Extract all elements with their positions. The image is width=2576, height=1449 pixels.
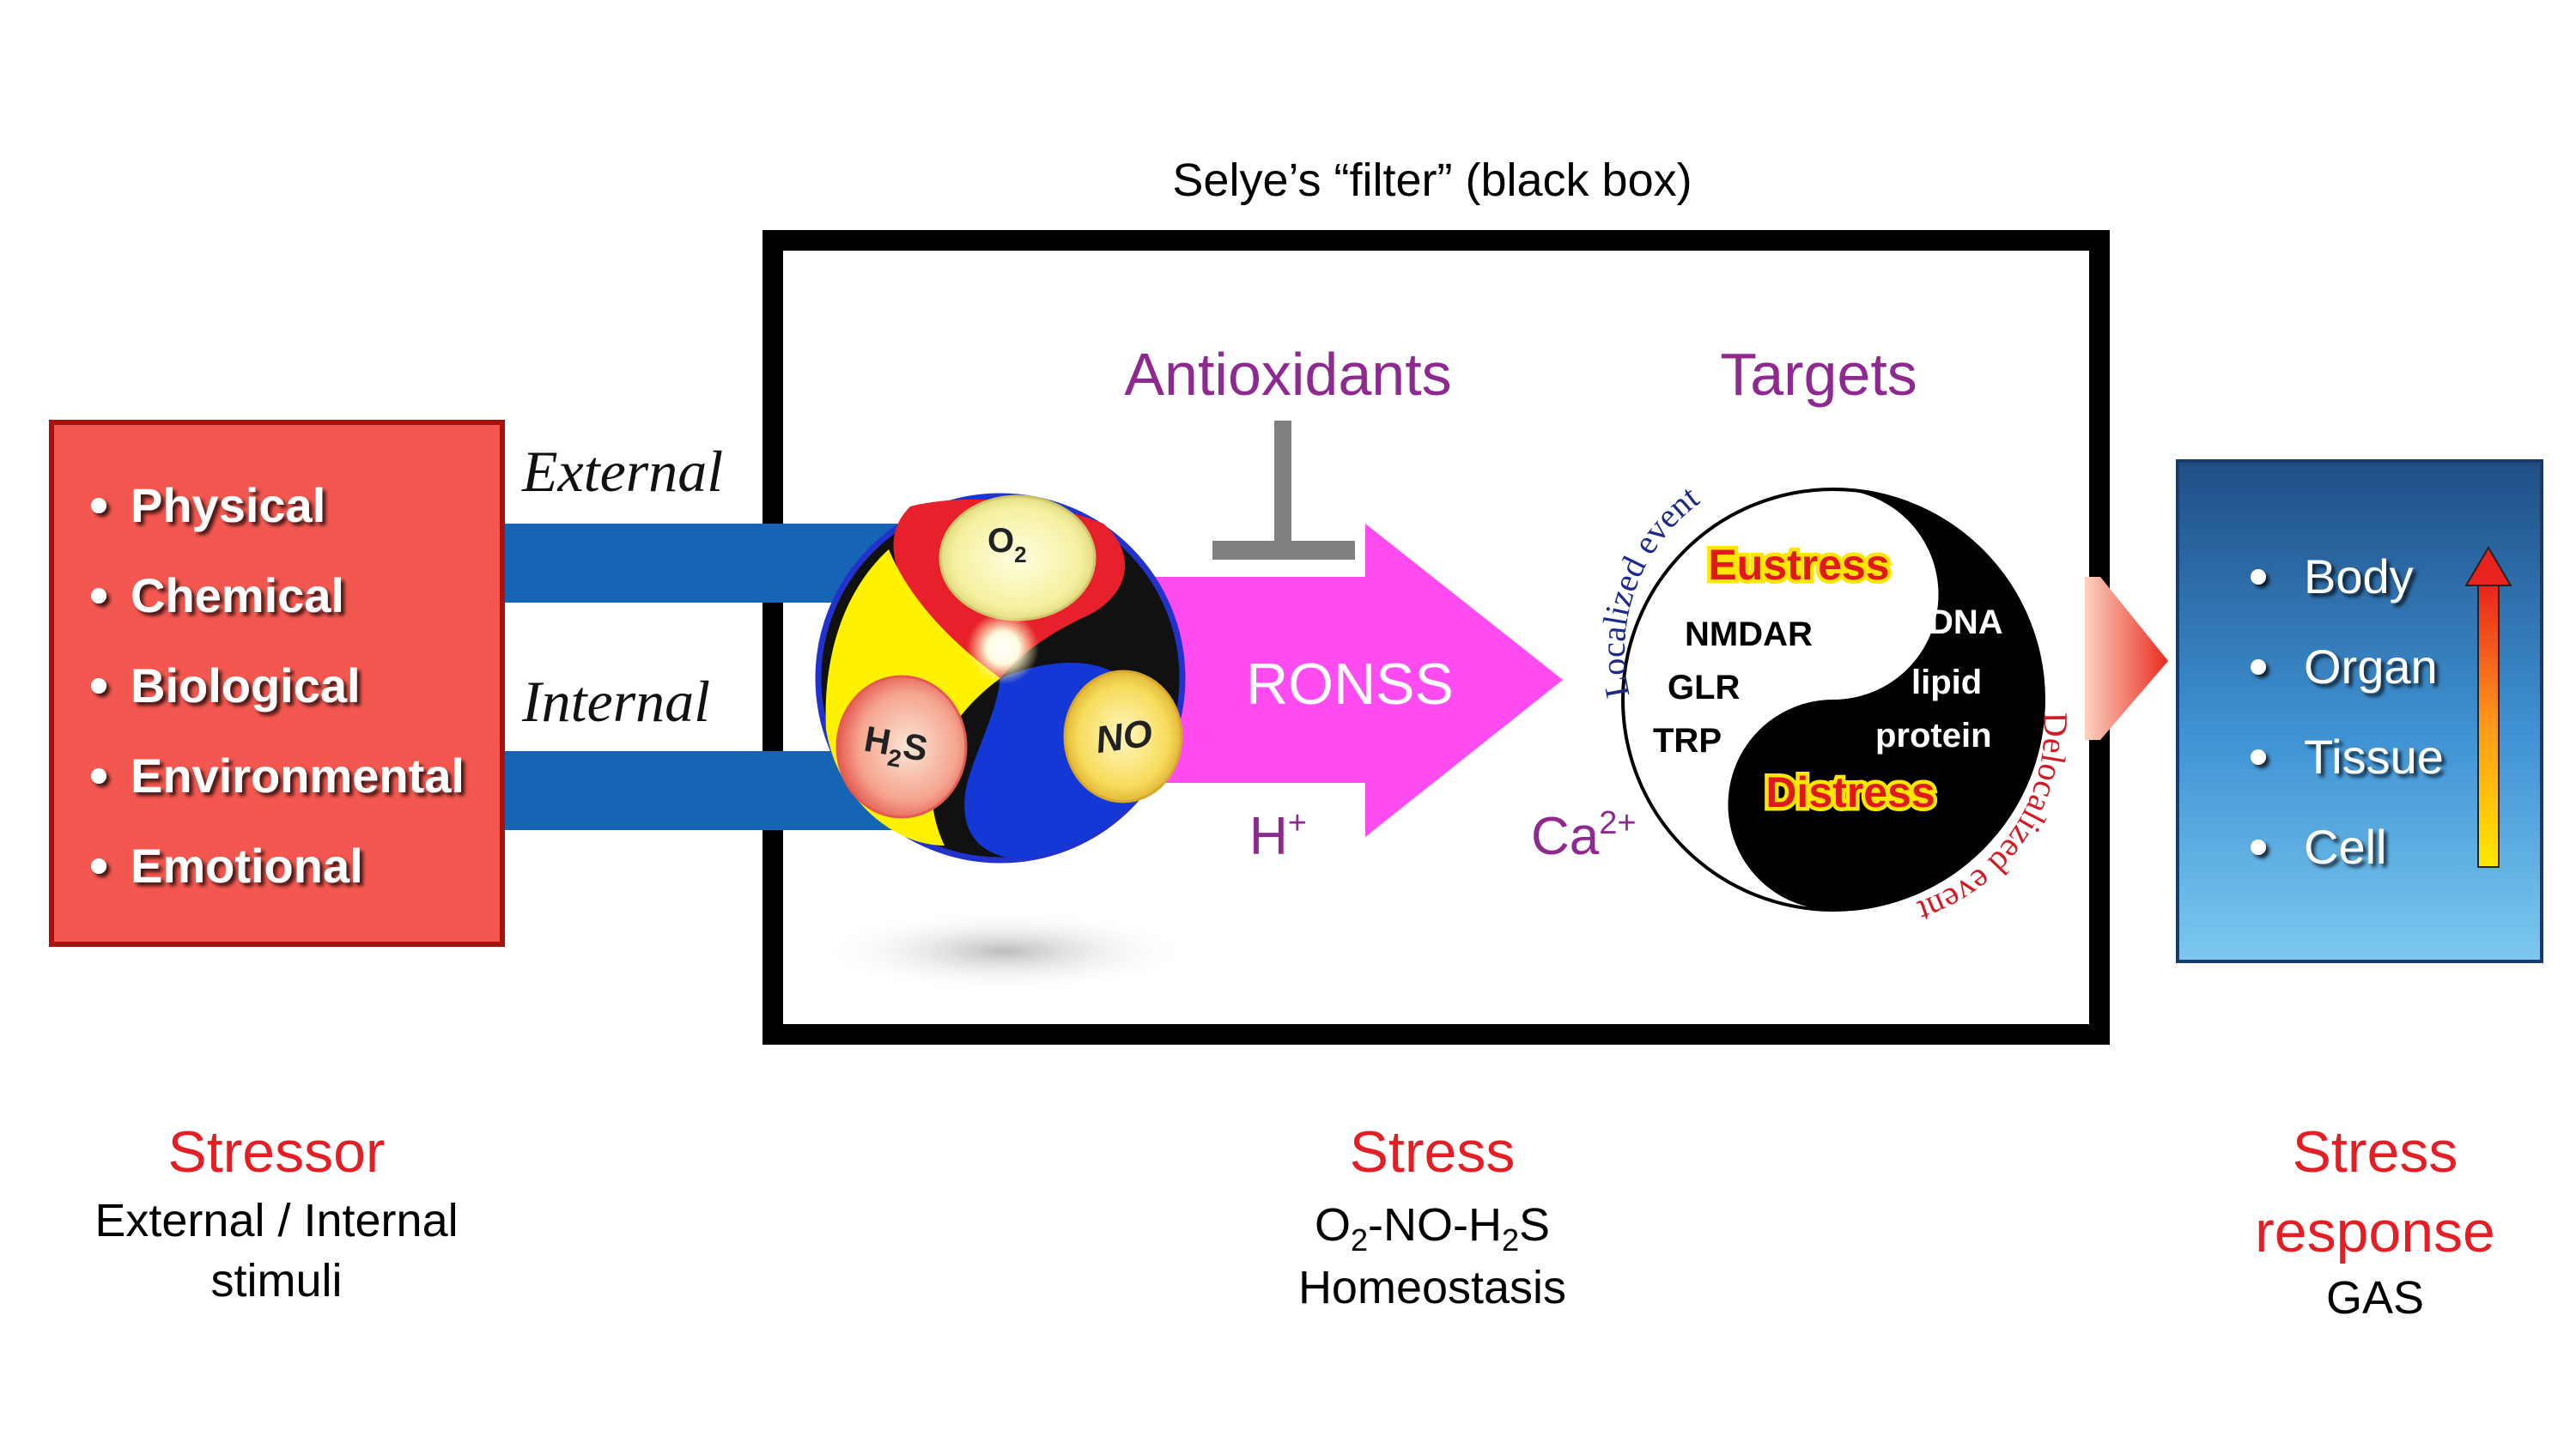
response-caption-title2: response [2255, 1199, 2495, 1264]
h-plus-label: H+ [1249, 805, 1307, 866]
o2-no-h2s-sphere: O2 H2S NO [815, 493, 1186, 864]
increase-arrow-icon [2464, 546, 2512, 868]
stress-caption-formula: O2-NO-H2S [1315, 1199, 1550, 1258]
yin-yang-targets: Localized event Delocalized event Eustre… [1594, 477, 2075, 931]
response-level: Organ [2304, 640, 2438, 694]
filter-title: Selye’s “filter” (black box) [1172, 155, 1692, 206]
h2s-ball [835, 675, 968, 819]
target-glr: GLR [1668, 669, 1741, 706]
external-label: External [521, 439, 723, 504]
stressor-caption-line2: stimuli [210, 1255, 342, 1307]
response-level: Cell [2304, 820, 2386, 874]
target-dna: DNA [1929, 603, 2003, 641]
output-arrow [2085, 577, 2168, 740]
stressor-item: Emotional [131, 839, 363, 893]
stress-caption-title: Stress [1350, 1119, 1516, 1185]
stressor-list: Physical Chemical Biological Environment… [91, 478, 465, 893]
ronss-arrow [1133, 524, 1563, 837]
stressor-item: Physical [131, 478, 325, 532]
stressor-caption-line1: External / Internal [94, 1195, 458, 1246]
target-trp: TRP [1653, 722, 1722, 760]
response-levels: Body Organ Tissue Cell [2251, 549, 2444, 874]
internal-label: Internal [521, 669, 710, 734]
no-ball [1063, 670, 1183, 803]
bullet-icon [2251, 569, 2266, 585]
target-nmdar: NMDAR [1685, 615, 1813, 653]
distress-label: Distress [1765, 768, 1935, 816]
bullet-icon [2251, 749, 2266, 765]
stressor-item: Chemical [131, 568, 344, 622]
bullet-icon [91, 498, 106, 513]
stressor-caption-title: Stressor [167, 1119, 385, 1185]
ronss-label: RONSS [1246, 652, 1454, 717]
bullet-icon [2251, 840, 2266, 855]
target-lipid: lipid [1911, 664, 1982, 701]
response-level: Tissue [2304, 730, 2444, 784]
stressor-item: Biological [131, 658, 361, 712]
sphere-shadow [820, 910, 1189, 992]
no-label: NO [1093, 712, 1155, 762]
stress-caption-line2: Homeostasis [1298, 1262, 1566, 1313]
target-protein: protein [1875, 717, 1992, 755]
inhibitor-stem [1274, 421, 1291, 549]
response-caption-title1: Stress [2293, 1119, 2458, 1185]
response-level: Body [2304, 549, 2414, 603]
targets-label: Targets [1720, 341, 1917, 408]
ca-label: Ca2+ [1531, 805, 1637, 866]
o2-label: O2 [987, 522, 1027, 567]
stressor-item: Environmental [131, 749, 465, 803]
antioxidants-label: Antioxidants [1124, 341, 1451, 408]
bullet-icon [91, 858, 106, 874]
stressor-box [49, 420, 505, 947]
bullet-icon [2251, 659, 2266, 675]
bullet-icon [91, 768, 106, 784]
eustress-label: Eustress [1708, 541, 1889, 589]
bullet-icon [91, 678, 106, 694]
bullet-icon [91, 588, 106, 603]
response-caption-line: GAS [2326, 1272, 2424, 1324]
sphere-glow [967, 612, 1039, 684]
inhibitor-bar [1212, 541, 1355, 560]
